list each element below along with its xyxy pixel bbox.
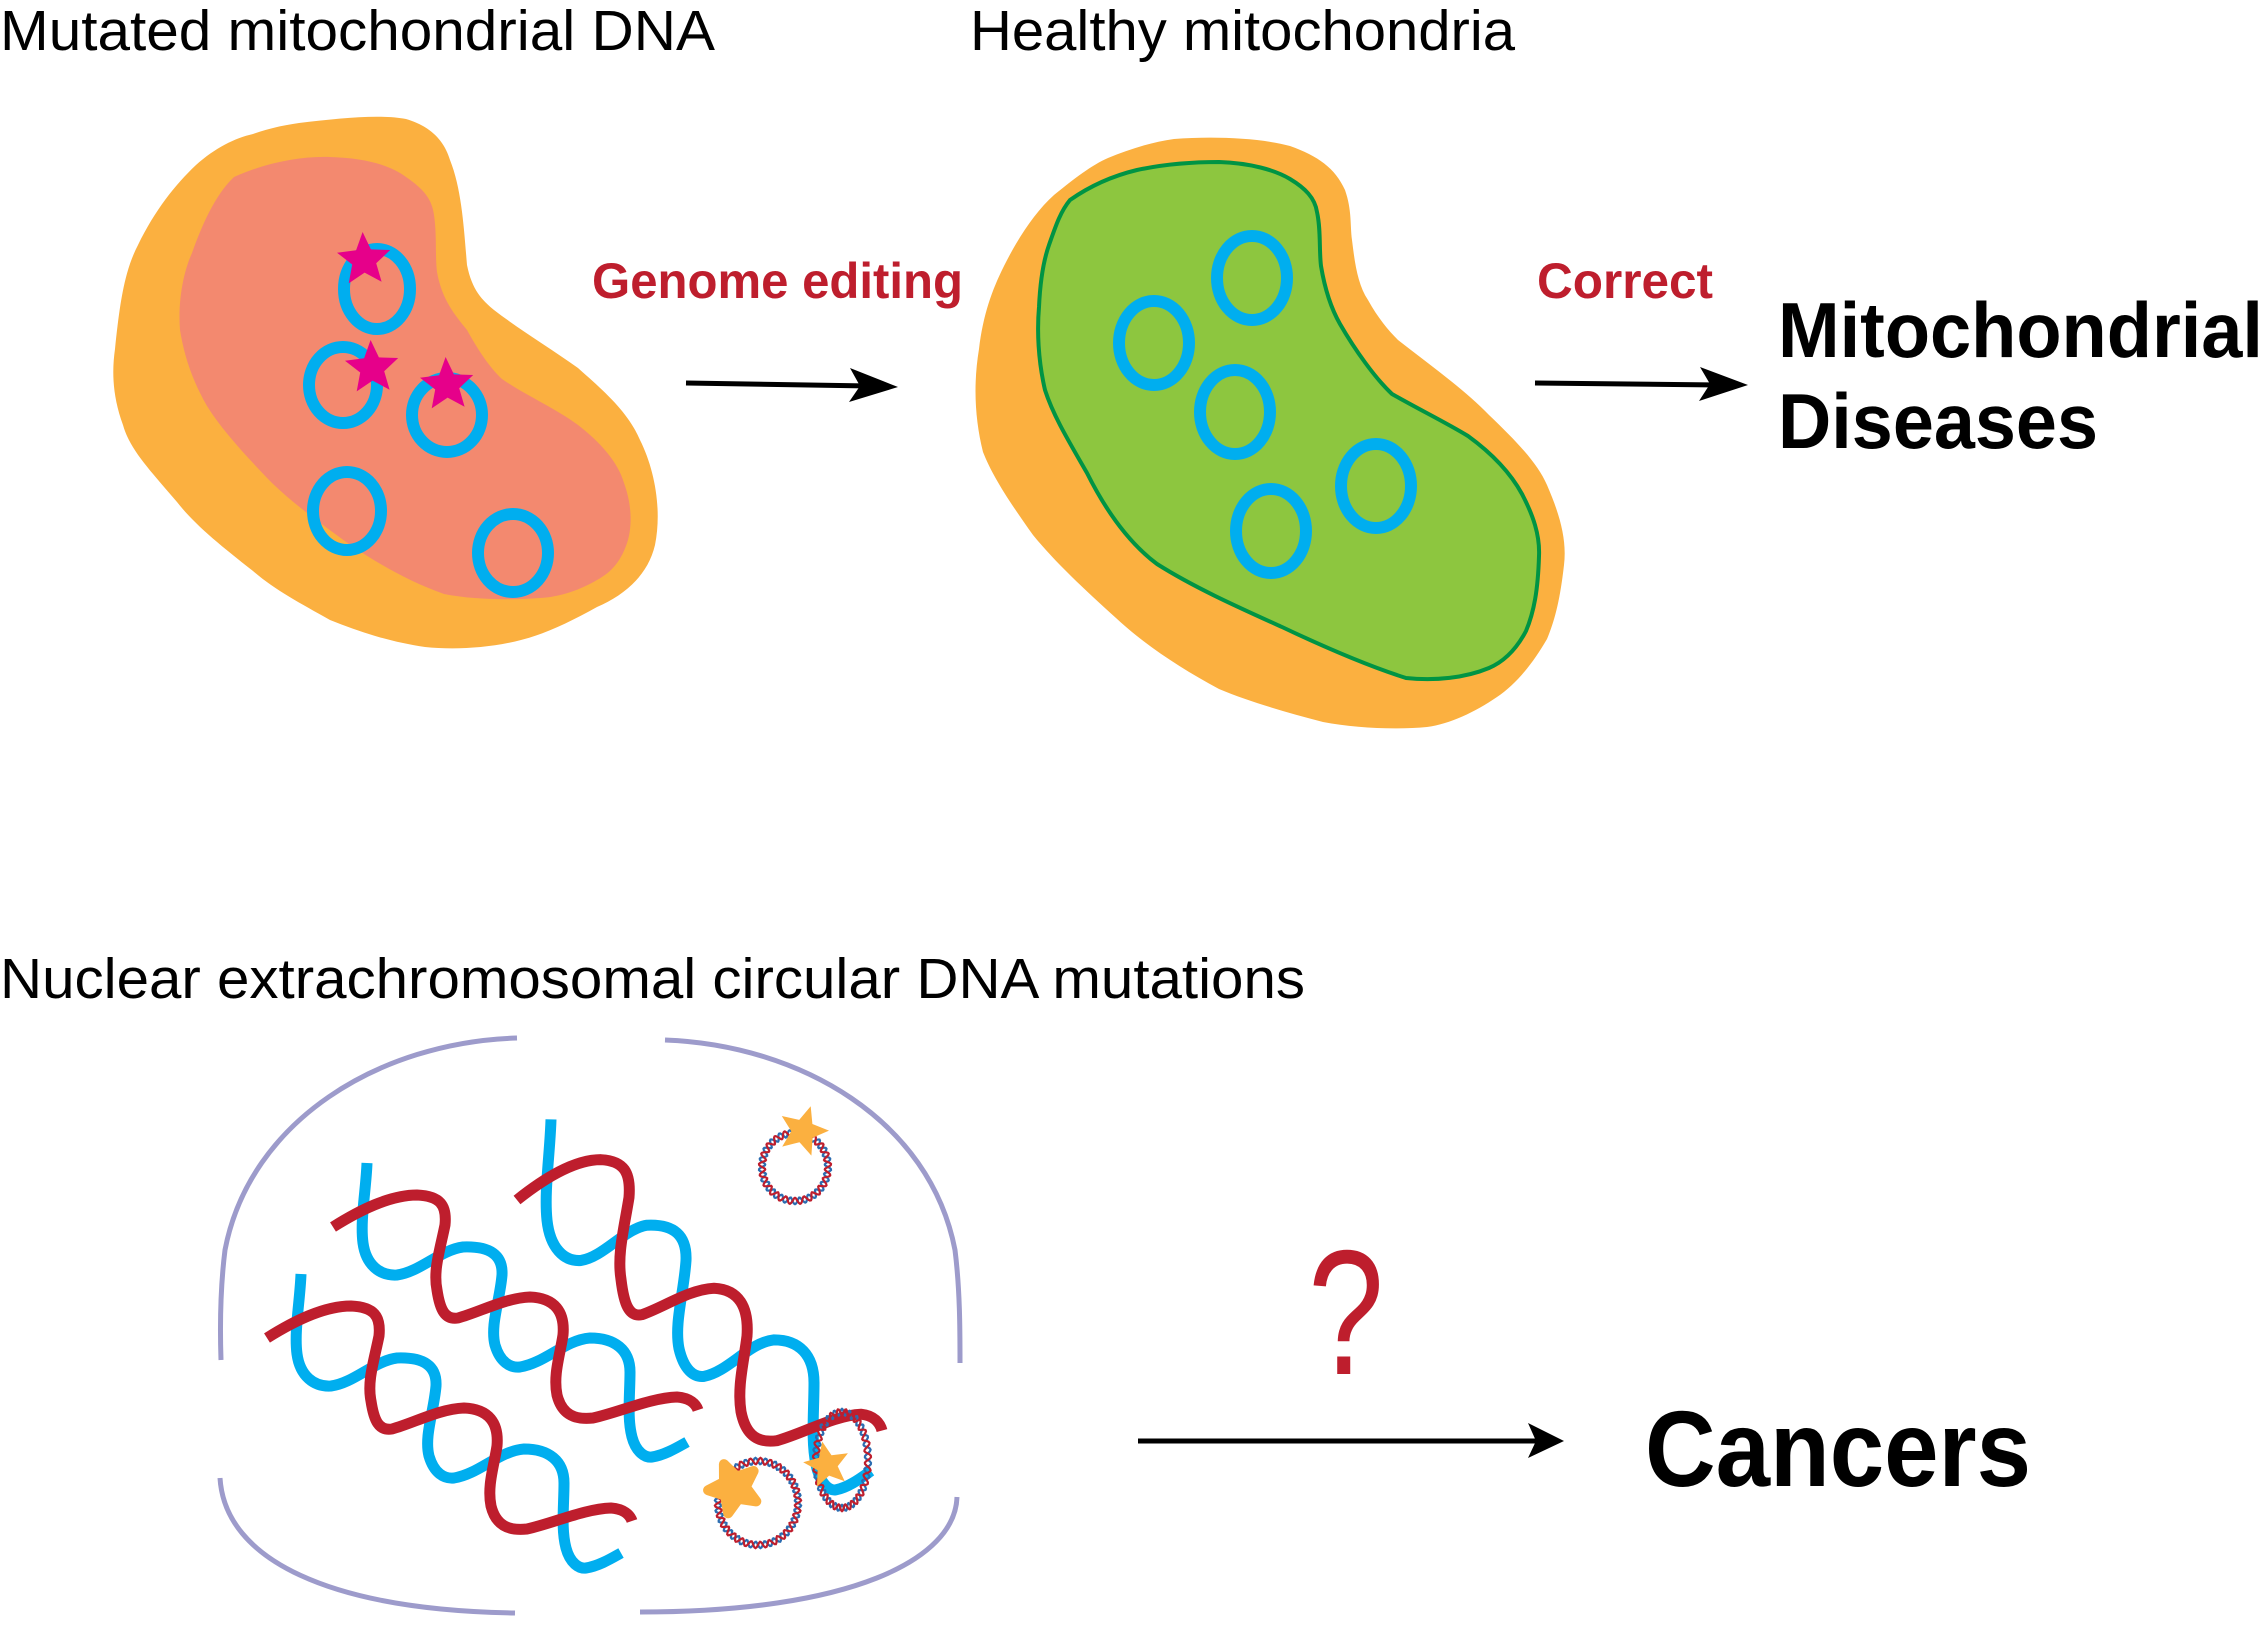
ecdna-circle-1 xyxy=(757,1106,833,1206)
arrow-shaft xyxy=(685,380,871,389)
healthy-matrix xyxy=(1036,159,1542,682)
mtdna-ring-4 xyxy=(307,466,387,556)
healthy-mitochondrion xyxy=(975,137,1565,729)
correct-label: Correct xyxy=(1537,253,1713,309)
ecdna-mutation-star-icon xyxy=(703,1459,762,1519)
dna-strand-red xyxy=(517,1160,882,1441)
mutation-star-icon xyxy=(420,357,474,409)
mtdna-ring-healthy-3 xyxy=(1194,364,1276,460)
dna-strand-red xyxy=(267,1306,632,1529)
chromosome-helix-1 xyxy=(517,1119,882,1490)
nuclear-envelope-top-right xyxy=(664,1037,963,1364)
mutated-mtdna-title: Mutated mitochondrial DNA xyxy=(0,0,715,63)
ecdna-strand-red xyxy=(713,1456,803,1550)
nuclear-envelope-bottom-right xyxy=(639,1496,960,1615)
mutated-matrix xyxy=(179,156,631,600)
nucleus xyxy=(217,1035,963,1616)
mtdna-ring-mutated-2 xyxy=(303,341,383,429)
nuclear-envelope-bottom-left xyxy=(217,1477,516,1616)
cancers-label: Cancers xyxy=(1645,1388,2031,1509)
genome-editing-label: Genome editing xyxy=(592,253,963,309)
ecdna-mutation-star-icon xyxy=(781,1106,829,1156)
mtdna-ring-healthy-1 xyxy=(1211,230,1293,326)
arrow-correct xyxy=(1534,367,1748,401)
mtdna-ring-mutated-1 xyxy=(338,243,416,335)
ecdna-title: Nuclear extrachromosomal circular DNA mu… xyxy=(0,947,1305,1011)
arrow-genome-editing xyxy=(685,368,898,402)
mutation-star-icon xyxy=(337,232,391,284)
arrow-cancers xyxy=(1138,1423,1564,1458)
chromosome-helix-3 xyxy=(267,1274,632,1568)
mutated-mitochondrion xyxy=(113,116,658,649)
ecdna-circle-2 xyxy=(703,1456,803,1550)
dna-strand-blue xyxy=(296,1274,621,1568)
mitochondrial-diseases-line1: Mitochondrial xyxy=(1778,286,2263,374)
mitochondrial-diseases-line2: Diseases xyxy=(1778,377,2098,465)
chromosome-helix-2 xyxy=(333,1163,698,1457)
ecdna-circle-3 xyxy=(803,1407,873,1513)
question-mark: ? xyxy=(1308,1213,1384,1412)
arrowhead-icon xyxy=(1528,1423,1564,1458)
arrowhead-icon xyxy=(849,368,898,402)
dna-strand-red xyxy=(333,1195,698,1418)
mtdna-ring-healthy-5 xyxy=(1230,483,1312,579)
arrow-shaft xyxy=(1534,380,1721,388)
chromosome-helices xyxy=(267,1119,882,1568)
arrowhead-icon xyxy=(1699,367,1748,401)
mtdna-ring-healthy-4 xyxy=(1335,438,1417,534)
ecdna-mutation-star-icon xyxy=(803,1441,848,1487)
mtdna-ring-5 xyxy=(472,508,554,598)
healthy-mitochondria-title: Healthy mitochondria xyxy=(970,0,1515,63)
mtdna-ring-healthy-2 xyxy=(1113,295,1195,391)
mutation-star-icon xyxy=(345,340,399,392)
dna-strand-blue xyxy=(362,1163,687,1457)
nuclear-envelope-top-left xyxy=(217,1035,518,1361)
ecdna-circles xyxy=(703,1106,873,1550)
